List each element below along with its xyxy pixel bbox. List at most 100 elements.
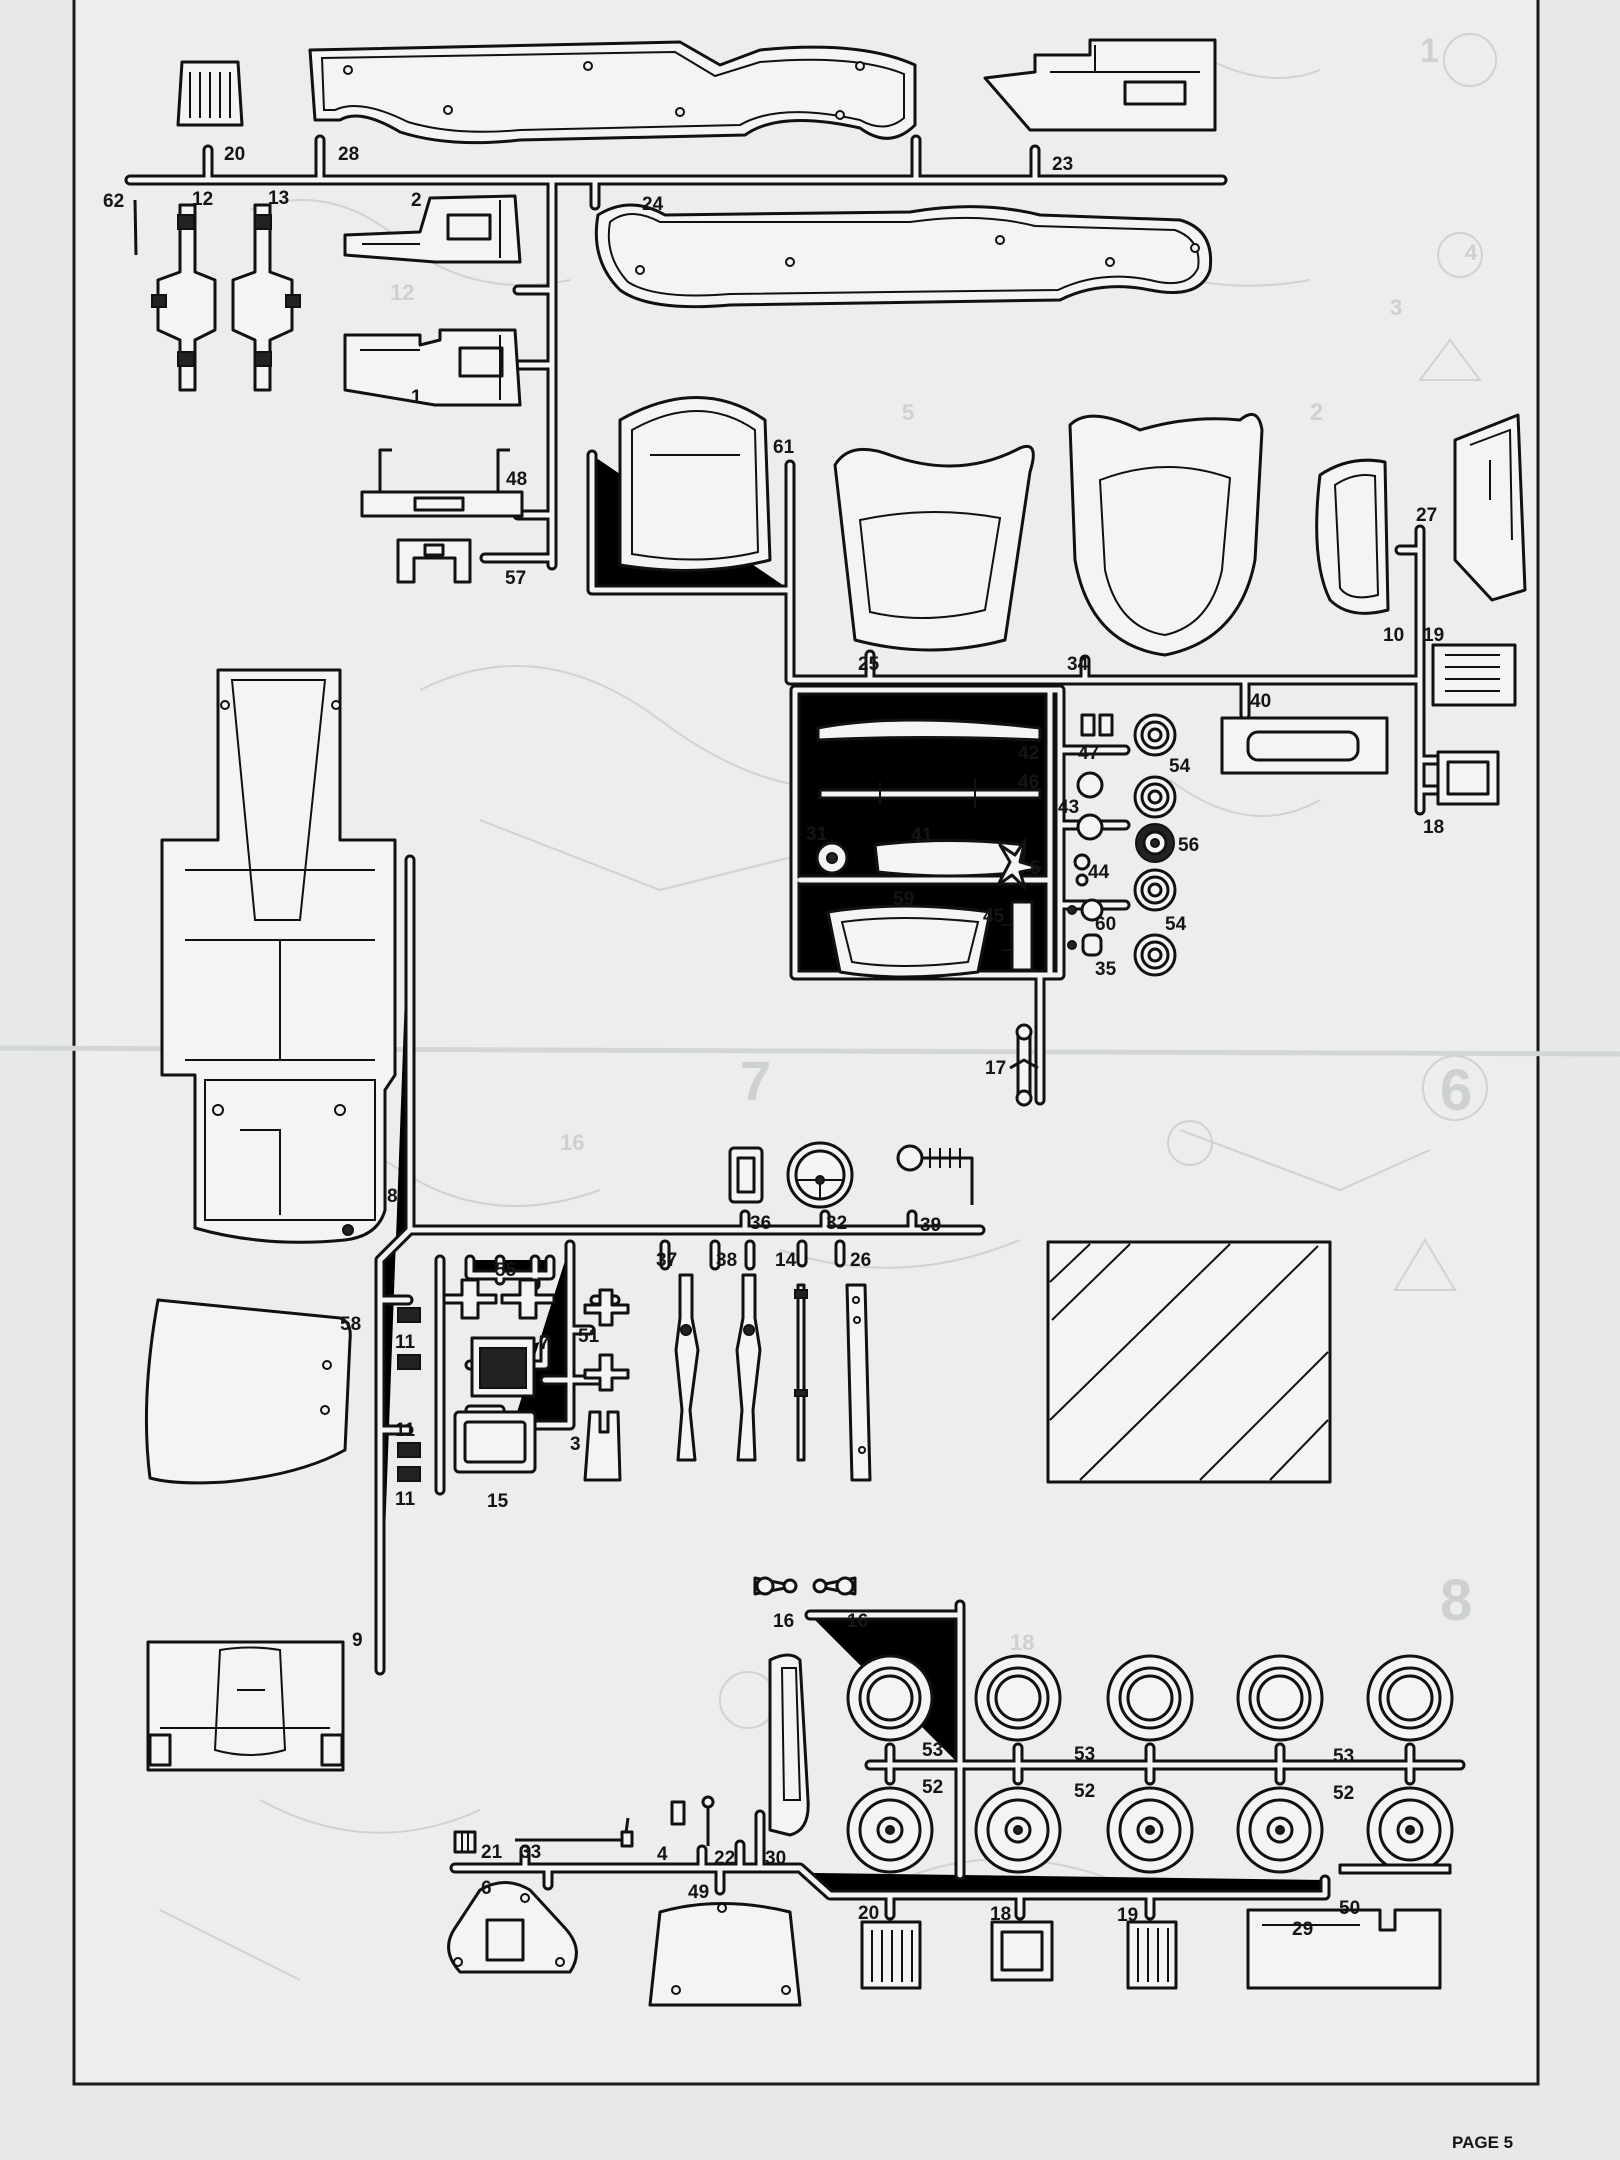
- part-label: 18: [1423, 817, 1444, 838]
- part-label: 48: [506, 469, 527, 490]
- part-label: 11: [395, 1420, 416, 1441]
- part-label: 30: [765, 1848, 786, 1869]
- ghost-label: 8: [1440, 1568, 1472, 1633]
- part-label: 5: [1030, 858, 1041, 879]
- part-label: 52: [922, 1777, 943, 1798]
- part-label: 28: [338, 144, 359, 165]
- part-label: 15: [487, 1491, 509, 1512]
- part-label: 42: [1018, 743, 1039, 764]
- part-58-body-panel: [144, 1298, 352, 1485]
- part-label: 37: [656, 1250, 677, 1271]
- part-label: 9: [352, 1630, 363, 1651]
- part-label: 32: [826, 1213, 847, 1234]
- part-label: 53: [1333, 1746, 1354, 1767]
- part-61-windscreen-frame: [618, 396, 772, 572]
- bleed-through-artwork: 6 7 8 1 2 3 4 5 12 16 18: [159, 32, 1497, 1981]
- part-label: 17: [985, 1058, 1006, 1079]
- part-label: 45: [983, 906, 1005, 927]
- part-16-link: [753, 1576, 857, 1596]
- part-53-tyres: [846, 1654, 1454, 1742]
- part-36-plate: [728, 1146, 764, 1204]
- part-48-bracket: [360, 448, 524, 518]
- part-label: 18: [990, 1904, 1011, 1925]
- part-label: 12: [192, 189, 213, 210]
- part-label: 11: [395, 1332, 416, 1353]
- part-label: 43: [1058, 797, 1079, 818]
- part-45-bracket: [1002, 900, 1034, 972]
- part-label: 20: [224, 144, 245, 165]
- clear-glass-panel: [1046, 1240, 1332, 1484]
- part-13-suspension-arm: [231, 203, 301, 392]
- part-8-chassis: [160, 668, 397, 1244]
- part-label: 11: [395, 1489, 416, 1510]
- part-31-knob: [815, 841, 849, 875]
- part-18-frame: [1436, 750, 1500, 806]
- part-label: 1: [411, 387, 422, 408]
- part-label: 20: [858, 1903, 879, 1924]
- part-33-lever: [515, 1817, 634, 1848]
- part-62-pin: [133, 199, 138, 256]
- part-21-bracket: [453, 1830, 477, 1854]
- part-label: 49: [688, 1882, 709, 1903]
- part-4-pin: [670, 1800, 686, 1826]
- part-label: 36: [750, 1213, 771, 1234]
- part-42-trim: [816, 718, 1042, 742]
- part-label: 56: [1178, 835, 1199, 856]
- part-label: 41: [911, 825, 933, 846]
- part-17-link: [1009, 1023, 1039, 1107]
- part-54-wheel-hub: [1133, 868, 1177, 977]
- part-11-bushing: [397, 1307, 421, 1482]
- part-label: 58: [340, 1314, 361, 1335]
- part-label: 24: [642, 194, 664, 215]
- part-1-fuel-tank-half: [343, 328, 522, 407]
- part-label: 55: [495, 1260, 517, 1281]
- part-57-clip: [396, 538, 472, 584]
- part-39-shifter: [896, 1144, 974, 1205]
- part-label: 2: [411, 190, 422, 211]
- part-7-radiator: [470, 1336, 536, 1398]
- part-20-vent-grille: [860, 1920, 922, 1990]
- part-60-knob: [1067, 898, 1104, 922]
- part-label: 53: [922, 1740, 943, 1761]
- part-label: 59: [893, 889, 914, 910]
- part-34-hood: [1068, 412, 1264, 657]
- part-24-dashboard-panel: [594, 203, 1213, 309]
- part-label: 61: [773, 437, 795, 458]
- part-2-fuel-tank-half: [343, 194, 522, 264]
- ghost-label: 4: [1465, 240, 1478, 265]
- part-44-washer: [1073, 853, 1091, 887]
- part-label: 19: [1423, 625, 1444, 646]
- part-12-suspension-arm: [151, 203, 217, 392]
- part-label: 3: [570, 1434, 581, 1455]
- part-15-frame: [453, 1410, 537, 1474]
- part-label: 13: [268, 188, 289, 209]
- ghost-label: 5: [902, 400, 914, 425]
- ghost-label: 1: [1420, 32, 1439, 70]
- part-19-grille: [1431, 643, 1517, 707]
- part-59-windscreen: [826, 904, 992, 979]
- part-label: 62: [103, 191, 124, 212]
- part-label: 21: [481, 1842, 503, 1863]
- part-23-interior-tray: [983, 38, 1217, 132]
- part-label: 38: [716, 1250, 737, 1271]
- part-label: 46: [1018, 772, 1039, 793]
- part-label: 19: [1117, 1905, 1138, 1926]
- part-30-seat: [768, 1653, 810, 1837]
- part-label: 50: [1339, 1898, 1360, 1919]
- part-25-body-cowl: [833, 445, 1035, 652]
- part-56-wheel-hub: [1135, 823, 1175, 863]
- part-label: 54: [1169, 756, 1191, 777]
- part-label: 52: [1074, 1781, 1095, 1802]
- part-3-seat-mount: [583, 1410, 622, 1482]
- part-label: 23: [1052, 154, 1073, 175]
- part-37-shock-absorber: [674, 1273, 700, 1462]
- page-number: PAGE 5: [1452, 2133, 1514, 2152]
- ghost-label: 18: [1010, 1630, 1034, 1655]
- part-14-rod: [794, 1283, 808, 1462]
- part-label: 39: [920, 1215, 941, 1236]
- part-label: 47: [1078, 743, 1099, 764]
- part-label: 14: [775, 1250, 797, 1271]
- part-label: 25: [858, 654, 880, 675]
- part-label: 52: [1333, 1783, 1354, 1804]
- part-22-rod: [701, 1795, 715, 1846]
